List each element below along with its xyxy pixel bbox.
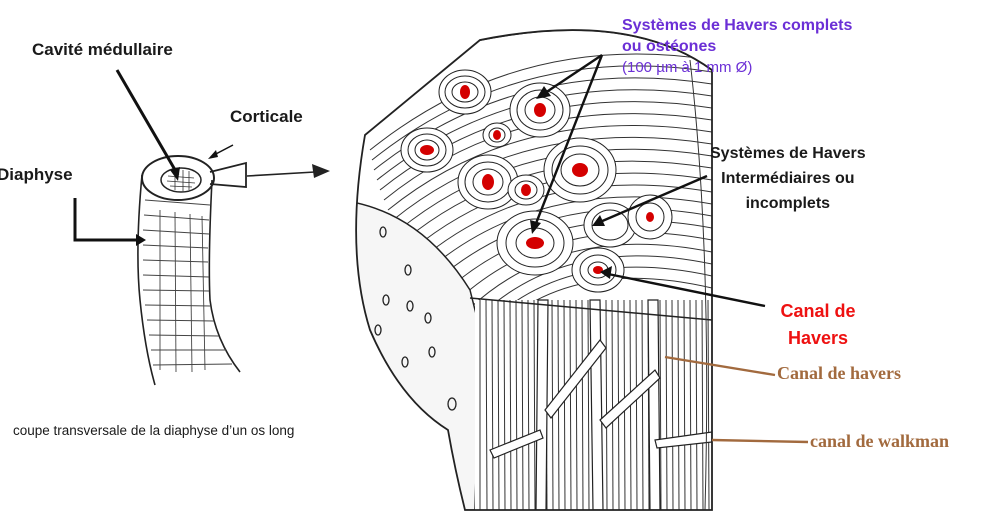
- zoom-arrowhead: [312, 164, 330, 178]
- label-diaphyse: Diaphyse: [0, 165, 73, 185]
- label-canal-de-walkman: canal de walkman: [810, 431, 949, 452]
- label-havers-intermediaires: Systèmes de Havers Intermédiaires ou inc…: [710, 141, 866, 216]
- canal-red-line2: Havers: [768, 325, 868, 352]
- havers-complets-line2: ou ostéones: [622, 36, 852, 57]
- intermediaires-line3: incomplets: [710, 191, 866, 216]
- intermediaires-line2: Intermédiaires ou: [710, 166, 866, 191]
- label-canal-de-havers: Canal de havers: [777, 363, 901, 384]
- havers-complets-line1: Systèmes de Havers complets: [622, 15, 852, 36]
- zoom-arrow: [247, 172, 315, 176]
- left-pointer-lines: [75, 70, 178, 240]
- label-corticale: Corticale: [230, 107, 303, 127]
- canal-red-line1: Canal de: [768, 298, 868, 325]
- figure-caption: coupe transversale de la diaphyse d’un o…: [13, 423, 294, 438]
- label-havers-complets: Systèmes de Havers complets ou ostéones …: [622, 15, 852, 78]
- long-bone-illustration: [138, 156, 246, 385]
- corticale-arrowhead: [208, 150, 218, 159]
- label-canal-de-havers-red: Canal de Havers: [768, 298, 868, 352]
- label-cavite-medullaire: Cavité médullaire: [32, 40, 173, 60]
- intermediaires-line1: Systèmes de Havers: [710, 141, 866, 166]
- havers-complets-size: (100 µm à 1 mm Ø): [622, 57, 852, 78]
